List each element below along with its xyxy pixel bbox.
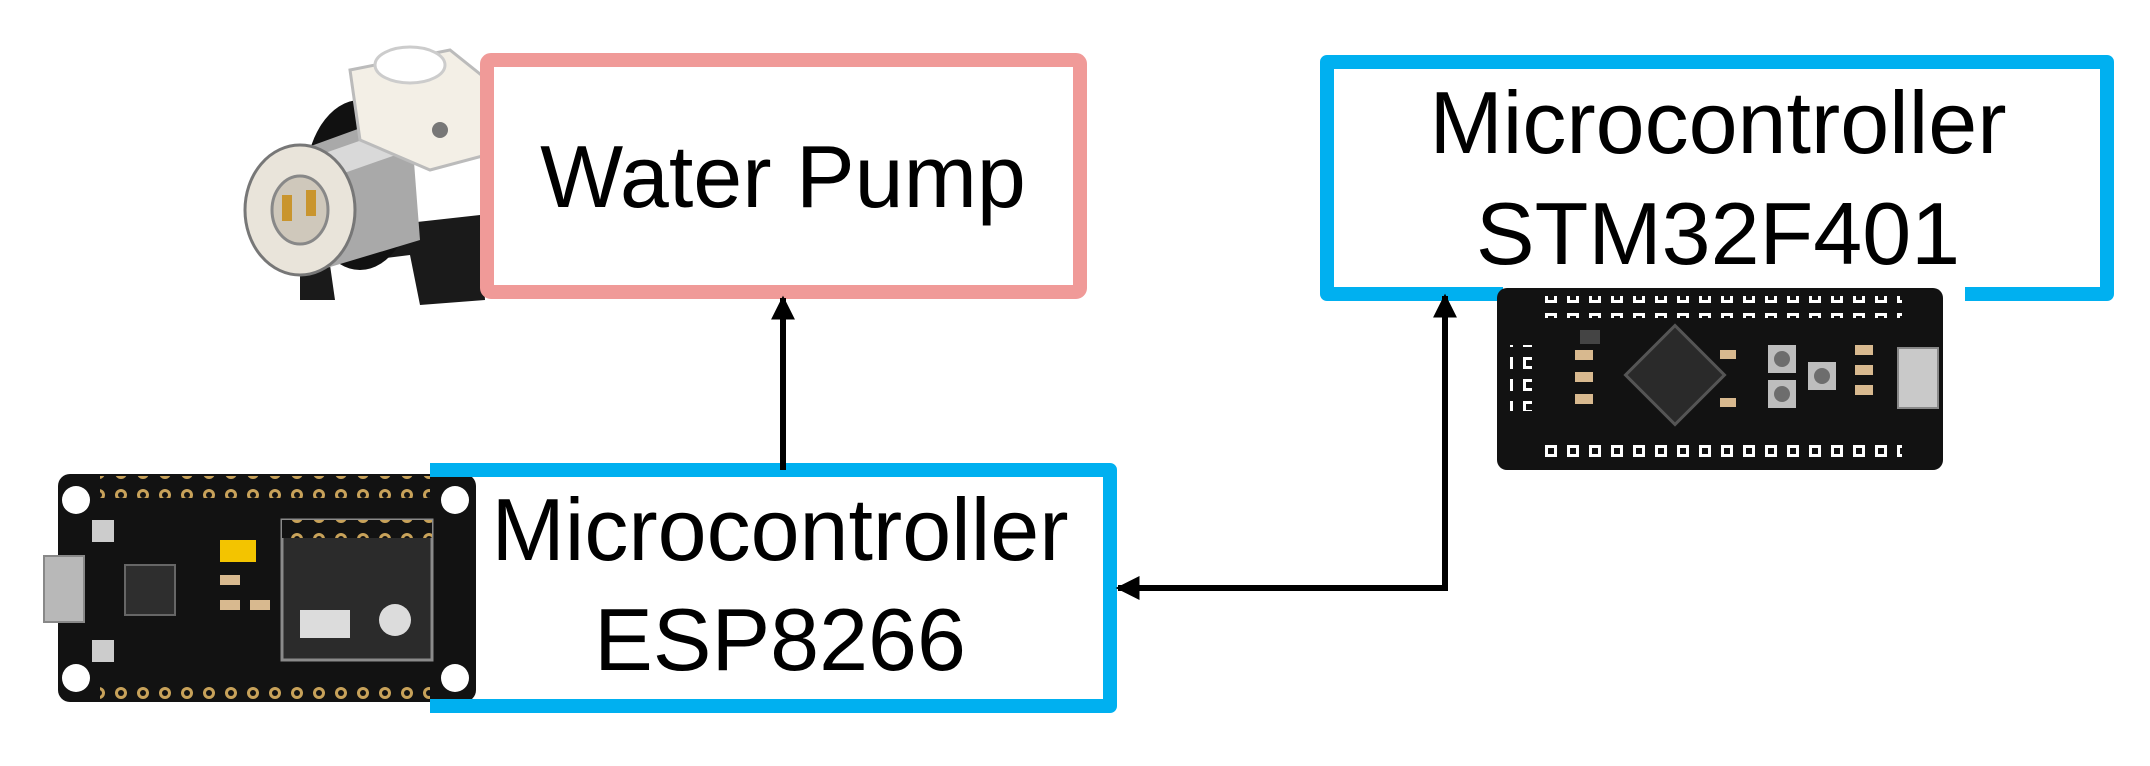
- water-pump-label: Water Pump: [540, 127, 1026, 226]
- esp-stm32-link-arrow: [1115, 293, 1457, 600]
- stm32-board-image: [1497, 288, 1943, 470]
- stm32-label-line2: STM32F401: [1476, 184, 1960, 283]
- water-pump-image: [243, 45, 507, 305]
- esp8266-board-image: [43, 474, 476, 702]
- esp8266-label-line2: ESP8266: [594, 590, 966, 689]
- esp8266-box: [430, 463, 1117, 713]
- stm32-label-line1: Microcontroller: [1429, 73, 2006, 172]
- esp8266-label-line1: Microcontroller: [491, 480, 1068, 579]
- water-pump-box: [480, 53, 1087, 299]
